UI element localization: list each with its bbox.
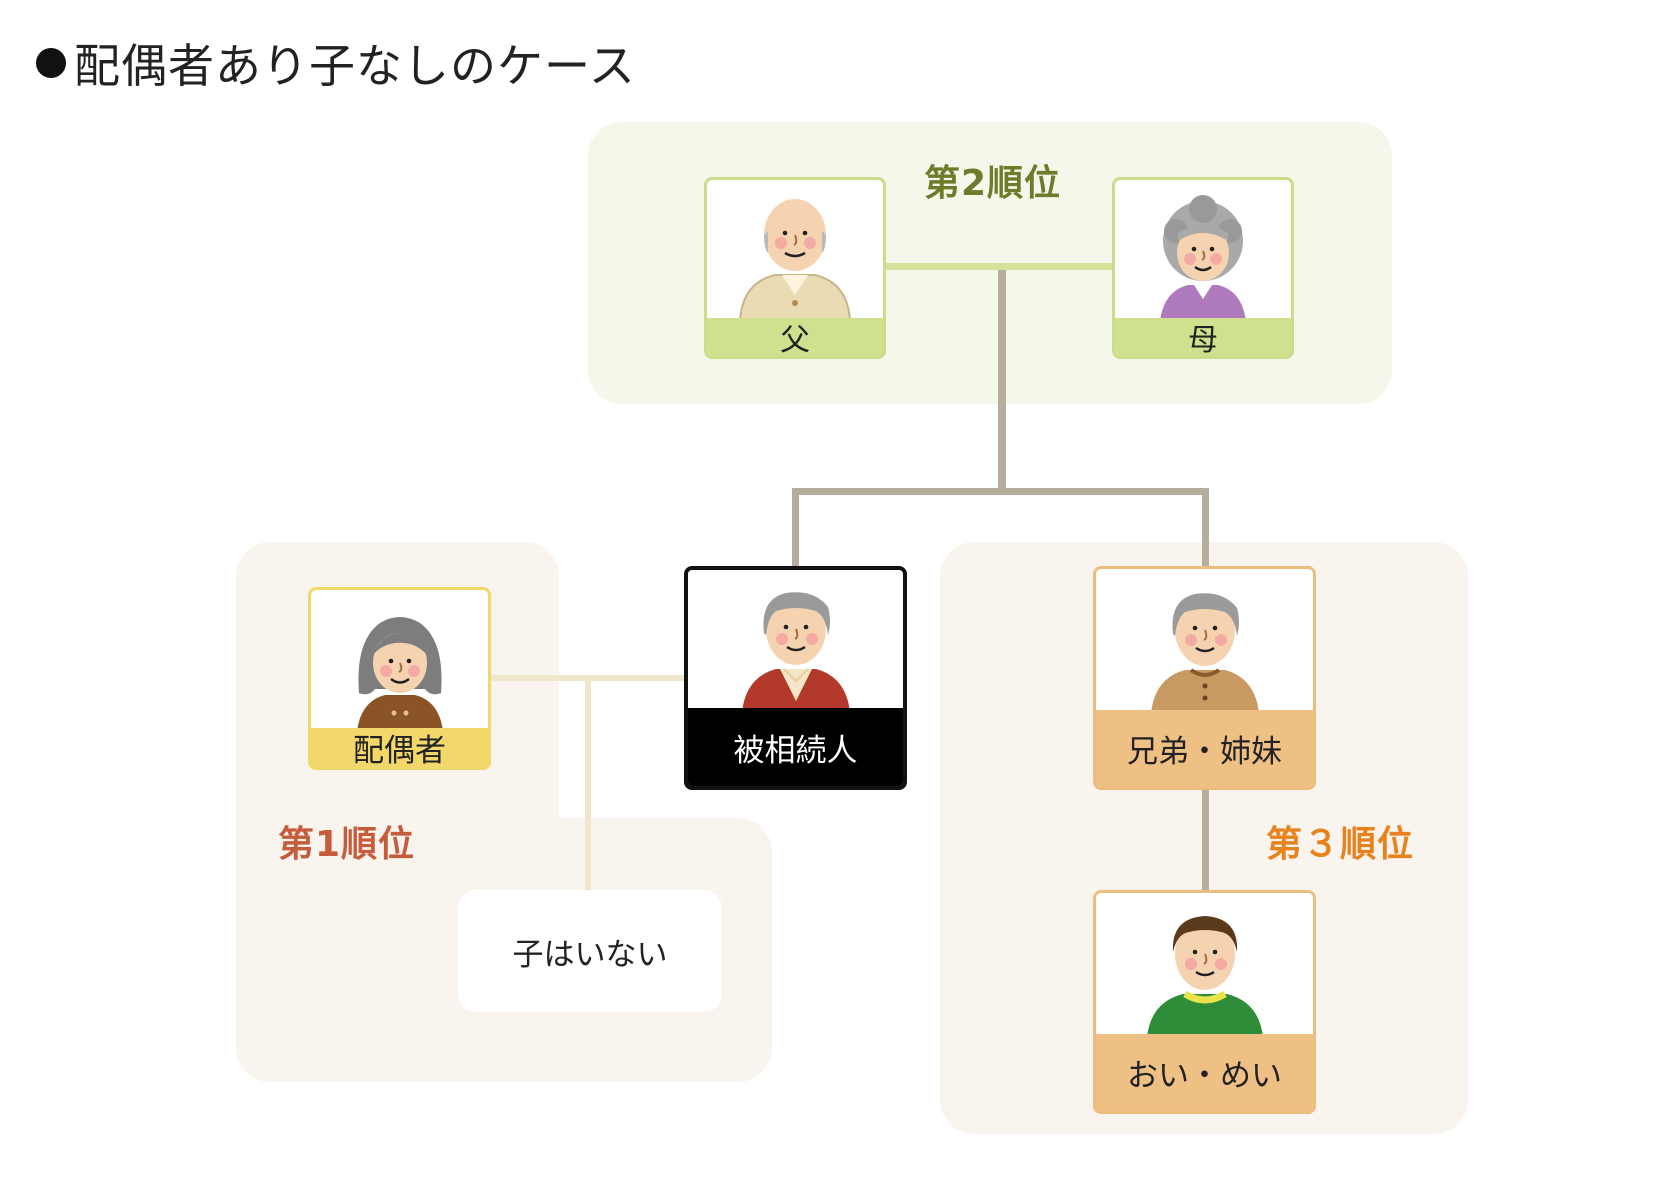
page-title: 配偶者あり子なしのケース [36,30,636,96]
spouse-illustration-icon [311,590,488,731]
deceased-illustration-icon [688,570,903,712]
first-rank-label: 第1順位 [278,824,416,865]
nephews-illustration-icon [1096,893,1313,1037]
nephews-label: おい・めい [1096,1034,1313,1111]
siblings-drop-line [1202,488,1209,570]
page-title-text: 配偶者あり子なしのケース [74,39,636,93]
deceased-card: 被相続人 [684,566,907,790]
children-drop-line [585,675,591,890]
parents-connector [886,263,1118,270]
siblings-branch-line [792,488,1209,495]
deceased-drop-line [792,488,799,570]
mother-illustration-icon [1115,180,1291,321]
father-illustration-icon [707,180,883,321]
siblings-label: 兄弟・姉妹 [1096,710,1313,787]
mother-label: 母 [1115,318,1291,356]
mother-card: 母 [1112,177,1294,359]
siblings-illustration-icon [1096,569,1313,713]
no-children-label: 子はいない [512,936,668,973]
second-rank-label: 第2順位 [924,163,1062,204]
nephews-connector [1202,790,1209,890]
father-card: 父 [704,177,886,359]
spouse-label: 配偶者 [311,728,488,767]
deceased-label: 被相続人 [688,708,903,786]
bullet-icon [36,48,66,78]
nephews-card: おい・めい [1093,890,1316,1114]
no-children-box: 子はいない [458,890,722,1012]
siblings-card: 兄弟・姉妹 [1093,566,1316,790]
third-rank-label: 第３順位 [1266,824,1415,865]
parents-drop-line [998,270,1006,492]
father-label: 父 [707,318,883,356]
spouse-card: 配偶者 [308,587,491,770]
